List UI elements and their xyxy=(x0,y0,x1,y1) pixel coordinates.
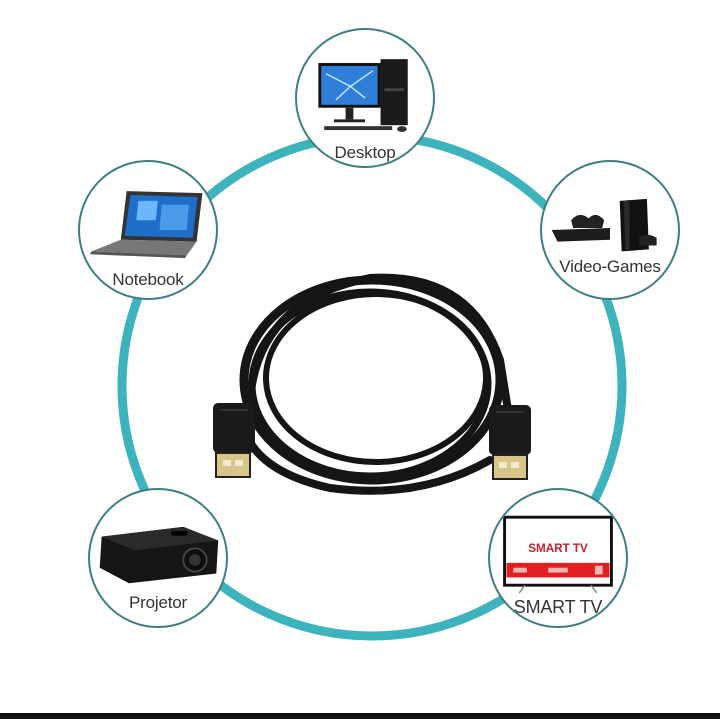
node-label: SMART TV xyxy=(513,597,603,617)
node-desktop: Desktop xyxy=(295,28,435,168)
hdmi-connector-right-icon xyxy=(489,405,531,480)
laptop-icon xyxy=(89,191,203,259)
node-smart-tv: SMART TV SMART TV xyxy=(488,488,628,628)
node-label: Notebook xyxy=(112,270,184,289)
node-label: Desktop xyxy=(334,143,396,162)
node-label: Video-Games xyxy=(559,257,661,276)
projector-icon xyxy=(99,526,219,584)
game-console-icon xyxy=(551,198,657,252)
hdmi-cable-icon xyxy=(238,273,512,495)
node-label: Projetor xyxy=(129,593,187,612)
bottom-bar xyxy=(0,713,720,719)
node-notebook: Notebook xyxy=(78,160,218,300)
node-video-games: Video-Games xyxy=(540,160,680,300)
tv-screen-text: SMART TV xyxy=(528,542,588,555)
smart-tv-icon: SMART TV xyxy=(503,515,613,594)
desktop-computer-icon xyxy=(318,59,408,132)
hdmi-connector-left-icon xyxy=(213,403,255,478)
node-projetor: Projetor xyxy=(88,488,228,628)
